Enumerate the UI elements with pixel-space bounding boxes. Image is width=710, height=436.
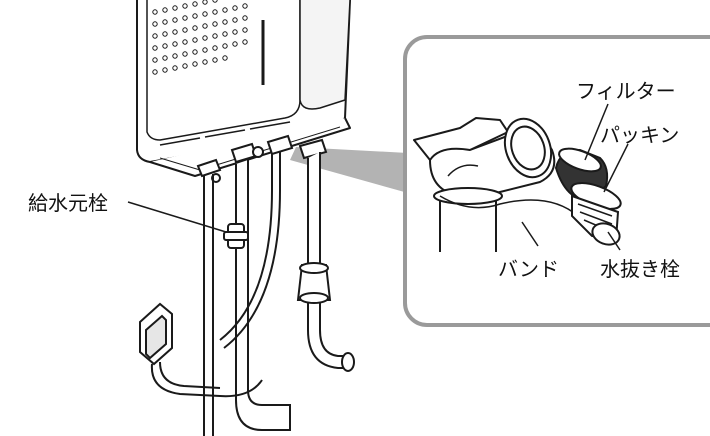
label-packing: パッキン xyxy=(600,123,679,147)
supply-valve-leader xyxy=(128,202,226,232)
label-supply-valve: 給水元栓 xyxy=(28,191,108,215)
pipes xyxy=(198,136,354,436)
label-band: バンド xyxy=(498,257,559,281)
label-drain-plug: 水抜き栓 xyxy=(600,257,680,281)
label-filter: フィルター xyxy=(576,79,676,103)
